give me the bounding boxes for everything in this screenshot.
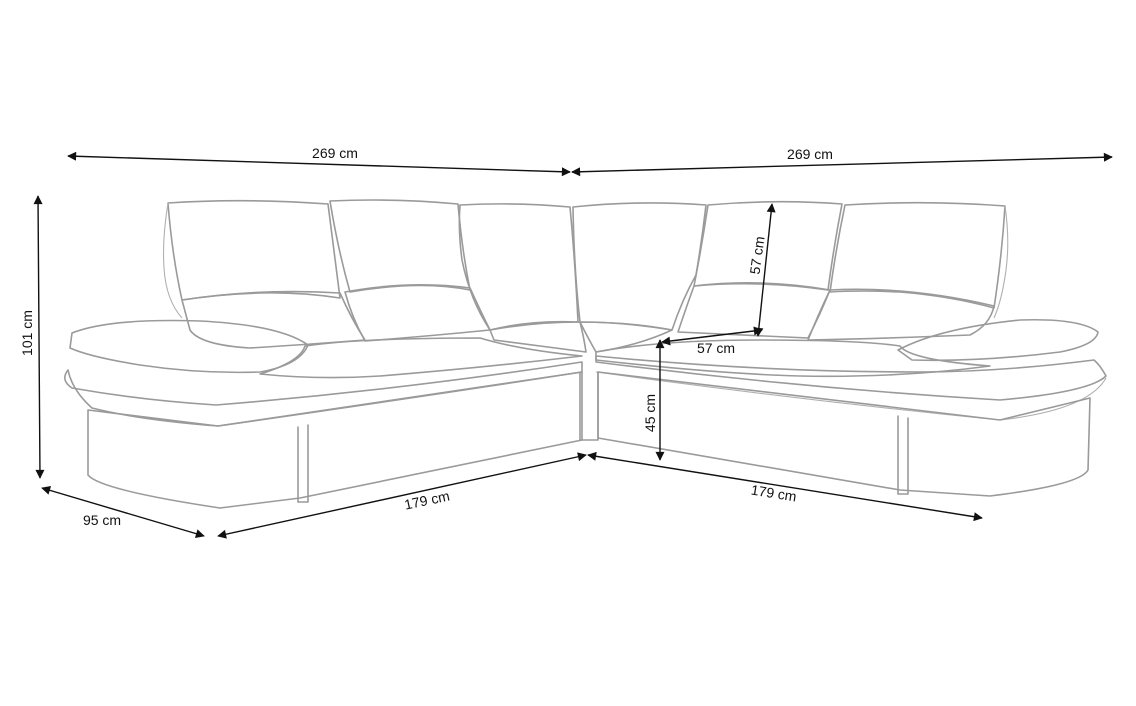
seat-cushion-center-right: [579, 321, 673, 353]
leg-left: [297, 424, 309, 503]
label-overall-height: 101 cm: [19, 310, 35, 356]
lumbar-roll-right-center: [677, 282, 831, 339]
base-right: [597, 371, 1091, 497]
label-seat-height: 45 cm: [642, 394, 658, 432]
dim-line-overall-height: [33, 195, 45, 479]
dimension-lines: [33, 151, 1113, 539]
back-cushion-left-outer: [167, 199, 341, 301]
dim-line-top-left: [67, 151, 571, 177]
seat-cushion-right: [595, 339, 991, 378]
leg-right: [897, 415, 909, 495]
back-cushion-right-outer: [829, 201, 1006, 309]
dim-line-seat-depth: [661, 326, 763, 346]
dim-line-bottom-right: [587, 451, 983, 522]
label-bottom-right-length: 179 cm: [750, 482, 798, 505]
lumbar-roll-right: [807, 288, 995, 341]
label-bottom-left-length: 179 cm: [403, 488, 451, 513]
lumbar-roll-left: [181, 290, 366, 349]
dim-line-bottom-left: [217, 452, 587, 539]
dim-line-top-right: [571, 152, 1113, 177]
back-cushion-center-right: [572, 202, 707, 331]
label-top-left-width: 269 cm: [312, 145, 358, 161]
back-cushion-left-inner: [329, 199, 471, 293]
sofa-outline: [64, 199, 1107, 509]
seat-cushion-center-left: [489, 321, 587, 353]
label-back-height: 57 cm: [746, 235, 767, 275]
arm-pillow-right: [897, 318, 1099, 362]
label-top-right-width: 269 cm: [787, 146, 833, 162]
lumbar-roll-left-center: [344, 284, 491, 342]
dimension-labels: 269 cm 269 cm 101 cm 57 cm 57 cm 45 cm 9…: [19, 145, 833, 528]
back-cushion-center-left: [458, 203, 579, 331]
label-side-depth: 95 cm: [83, 512, 121, 528]
seat-cushion-left: [259, 337, 583, 379]
label-seat-depth: 57 cm: [697, 340, 735, 356]
dim-line-back-height: [754, 203, 776, 337]
leg-center: [579, 371, 599, 441]
arm-pillow-left: [69, 319, 309, 374]
base-left: [87, 371, 583, 509]
dim-line-side-depth: [41, 485, 205, 539]
seat-front-right: [595, 355, 1107, 401]
